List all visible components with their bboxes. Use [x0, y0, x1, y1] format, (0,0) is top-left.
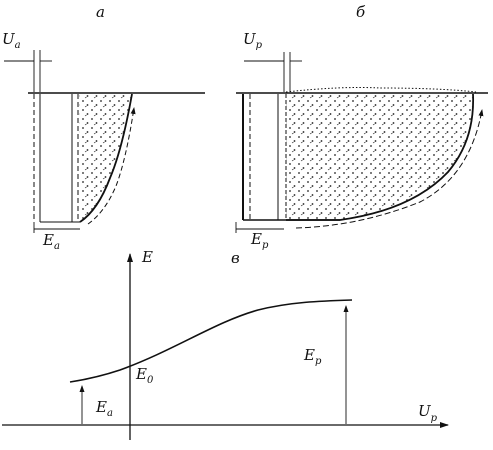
panel-a-boundary-curve: [79, 93, 133, 223]
panel-a-dashed-curve: [87, 107, 136, 225]
panel-b-dashed-curve: [295, 109, 484, 229]
left-dim-label: Ea: [95, 398, 113, 419]
panel-c: в E Up Ea E0 Ep: [2, 248, 449, 440]
right-dim-label: Ep: [303, 346, 322, 367]
panel-b: б Up Ep: [235, 3, 488, 251]
panel-a-top-label: Ua: [2, 30, 21, 51]
field-curve: [69, 299, 353, 383]
panel-a-letter: а: [96, 3, 105, 21]
panel-b-boundary-curve: [286, 93, 475, 221]
panel-b-dotted-region: [286, 94, 474, 220]
panel-b-bottom-label: Ep: [250, 230, 269, 251]
panel-b-letter: б: [356, 3, 366, 21]
panel-a-bottom-label: Ea: [42, 231, 60, 252]
panel-b-top-dotted-bulge: [285, 87, 477, 93]
panel-a: а Ua Ea: [2, 3, 205, 252]
y-axis-label: E: [141, 248, 153, 266]
origin-label: E0: [135, 365, 154, 386]
panel-a-dotted-region: [79, 94, 132, 222]
panel-b-top-label: Up: [243, 30, 263, 51]
x-axis-label: Up: [418, 402, 438, 424]
panel-c-letter: в: [231, 249, 240, 267]
